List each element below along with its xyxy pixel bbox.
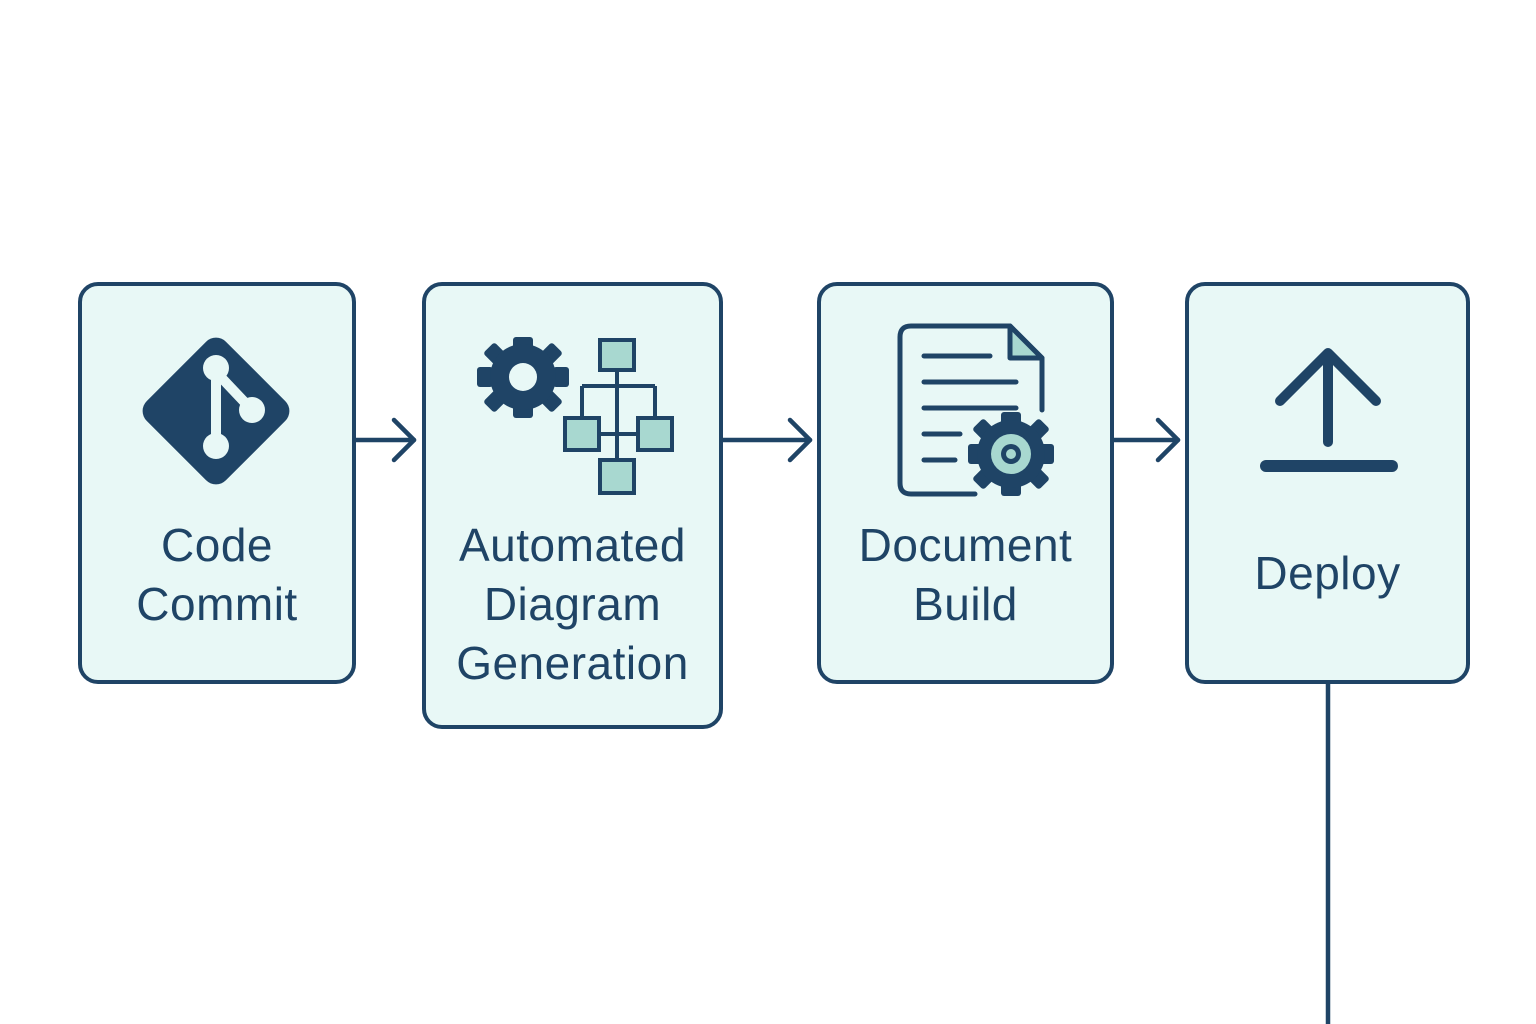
node-label-code-commit: Code Commit (78, 516, 356, 634)
label-line: Diagram (483, 578, 662, 630)
node-label-deploy: Deploy (1185, 544, 1470, 603)
node-label-diagram-generation: Automated Diagram Generation (422, 516, 723, 693)
label-line: Automated (459, 519, 686, 571)
arrow-commit-to-diagram (353, 417, 417, 463)
node-document-build (817, 282, 1114, 684)
label-line: Generation (456, 637, 689, 689)
label-line: Build (913, 578, 1018, 630)
label-line: Commit (136, 578, 298, 630)
label-line: Code (161, 519, 273, 571)
arrow-diagram-to-document (720, 417, 813, 463)
label-line: Document (858, 519, 1073, 571)
node-label-document-build: Document Build (817, 516, 1114, 634)
gear-icon (968, 412, 1054, 496)
node-diagram-generation (422, 282, 723, 729)
arrow-document-to-deploy (1111, 417, 1181, 463)
label-line: Deploy (1254, 547, 1401, 599)
